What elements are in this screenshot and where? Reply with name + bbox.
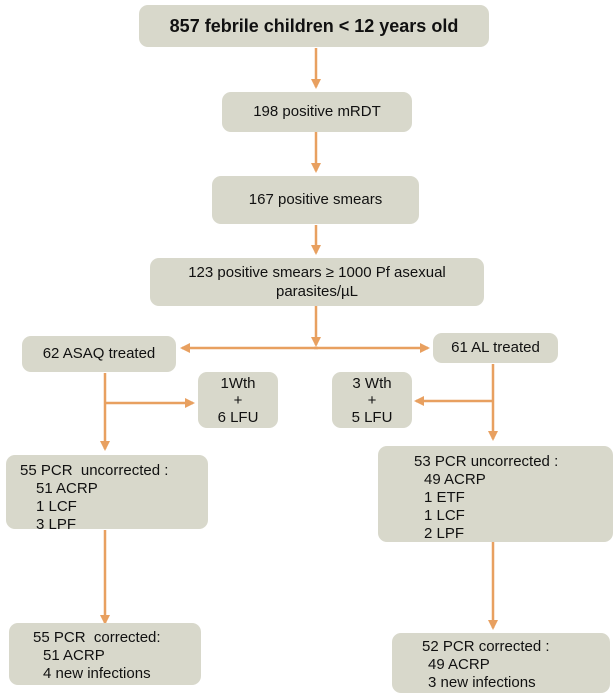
asaq-box: 62 ASAQ treated xyxy=(22,336,176,372)
asaq-loss-box: 1Wth + 6 LFU xyxy=(198,372,278,428)
al-loss-line-2: + xyxy=(367,391,377,409)
asaq-loss-line-1: 1Wth xyxy=(220,374,256,392)
asaq-uncorrected-box: 55 PCR uncorrected : 51 ACRP 1 LCF 3 LPF xyxy=(6,455,208,533)
al-box: 61 AL treated xyxy=(433,333,558,363)
mrdt-box: 198 positive mRDT xyxy=(222,92,412,132)
smears-1000-line-1: 123 positive smears ≥ 1000 Pf asexual xyxy=(188,264,446,281)
root-box: 857 febrile children < 12 years old xyxy=(139,5,489,47)
al-loss-line-1: 3 Wth xyxy=(352,374,392,392)
al-uncorrected-item: 49 ACRP xyxy=(424,471,486,488)
asaq-label: 62 ASAQ treated xyxy=(42,345,156,362)
al-loss-box: 3 Wth + 5 LFU xyxy=(332,372,412,428)
al-corrected-item: 49 ACRP xyxy=(428,656,490,673)
smears-label: 167 positive smears xyxy=(248,191,383,208)
mrdt-label: 198 positive mRDT xyxy=(253,103,381,120)
al-uncorrected-item: 1 LCF xyxy=(424,507,465,524)
al-uncorrected-box: 53 PCR uncorrected : 49 ACRP 1 ETF 1 LCF… xyxy=(378,446,613,542)
asaq-loss-line-3: 6 LFU xyxy=(217,408,259,426)
asaq-uncorrected-item: 1 LCF xyxy=(36,498,77,515)
asaq-corrected-item: 4 new infections xyxy=(43,665,151,682)
asaq-uncorrected-item: 3 LPF xyxy=(36,516,77,533)
asaq-loss-line-2: + xyxy=(233,391,243,409)
al-corrected-item: 3 new infections xyxy=(428,674,536,691)
al-uncorrected-header: 53 PCR uncorrected : xyxy=(414,453,559,470)
asaq-uncorrected-item: 51 ACRP xyxy=(36,480,98,497)
asaq-corrected-box: 55 PCR corrected: 51 ACRP 4 new infectio… xyxy=(9,623,201,685)
asaq-corrected-header: 55 PCR corrected: xyxy=(33,629,161,646)
al-corrected-box: 52 PCR corrected : 49 ACRP 3 new infecti… xyxy=(392,633,610,693)
asaq-corrected-item: 51 ACRP xyxy=(43,647,105,664)
al-label: 61 AL treated xyxy=(451,339,540,356)
smears-1000-line-2: parasites/µL xyxy=(275,283,359,300)
al-corrected-header: 52 PCR corrected : xyxy=(422,638,550,655)
asaq-uncorrected-header: 55 PCR uncorrected : xyxy=(20,462,169,479)
al-loss-line-3: 5 LFU xyxy=(351,408,393,426)
al-uncorrected-item: 2 LPF xyxy=(424,525,465,542)
smears-box: 167 positive smears xyxy=(212,176,419,224)
smears-1000-box: 123 positive smears ≥ 1000 Pf asexual pa… xyxy=(150,258,484,306)
al-uncorrected-item: 1 ETF xyxy=(424,489,465,506)
root-label: 857 febrile children < 12 years old xyxy=(169,16,459,36)
